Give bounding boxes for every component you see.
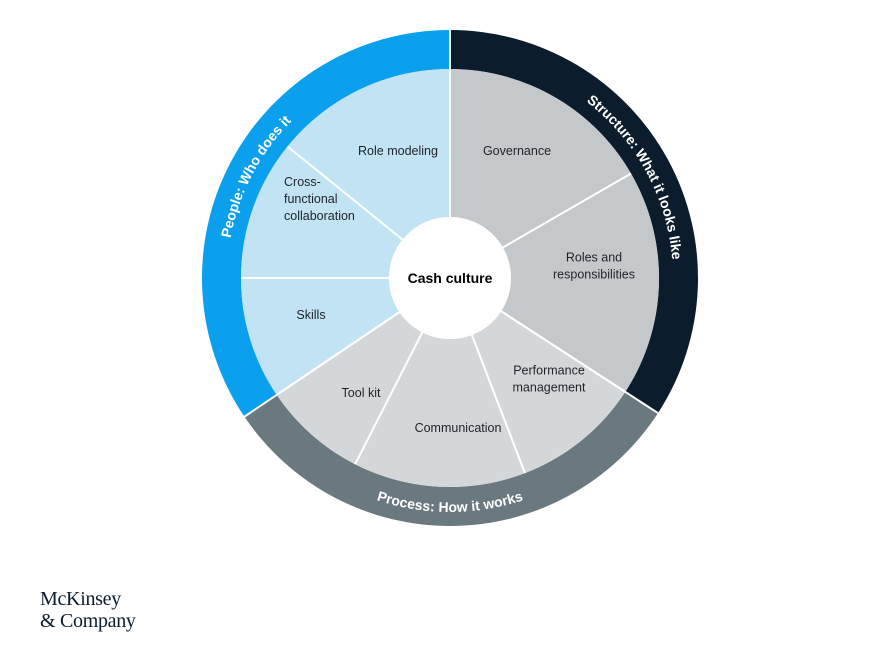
segment-label-governance: Governance bbox=[483, 144, 551, 158]
segment-governance bbox=[450, 69, 631, 248]
logo-line-1: McKinsey bbox=[40, 588, 121, 610]
segment-label-toolkit: Tool kit bbox=[342, 386, 381, 400]
segment-roles bbox=[501, 173, 660, 392]
center-circle bbox=[389, 217, 511, 339]
segment-label-skills: Skills bbox=[296, 308, 325, 322]
ring-structure bbox=[450, 30, 698, 414]
segment-crossfunctional bbox=[241, 146, 403, 278]
segment-label-rolemodeling: Role modeling bbox=[358, 144, 438, 158]
logo-line-2: & Company bbox=[40, 610, 136, 632]
mckinsey-logo: McKinsey & Company bbox=[40, 588, 136, 632]
segment-toolkit bbox=[276, 312, 423, 465]
segment-communication bbox=[355, 332, 525, 487]
ring-people bbox=[202, 30, 450, 417]
center-label: Cash culture bbox=[408, 270, 493, 286]
segment-skills bbox=[241, 278, 400, 395]
ring-process bbox=[244, 391, 658, 526]
segment-dividers bbox=[241, 29, 660, 474]
segment-rolemodeling bbox=[287, 69, 450, 240]
outer-ring bbox=[202, 30, 698, 526]
segment-label-communication: Communication bbox=[415, 421, 502, 435]
